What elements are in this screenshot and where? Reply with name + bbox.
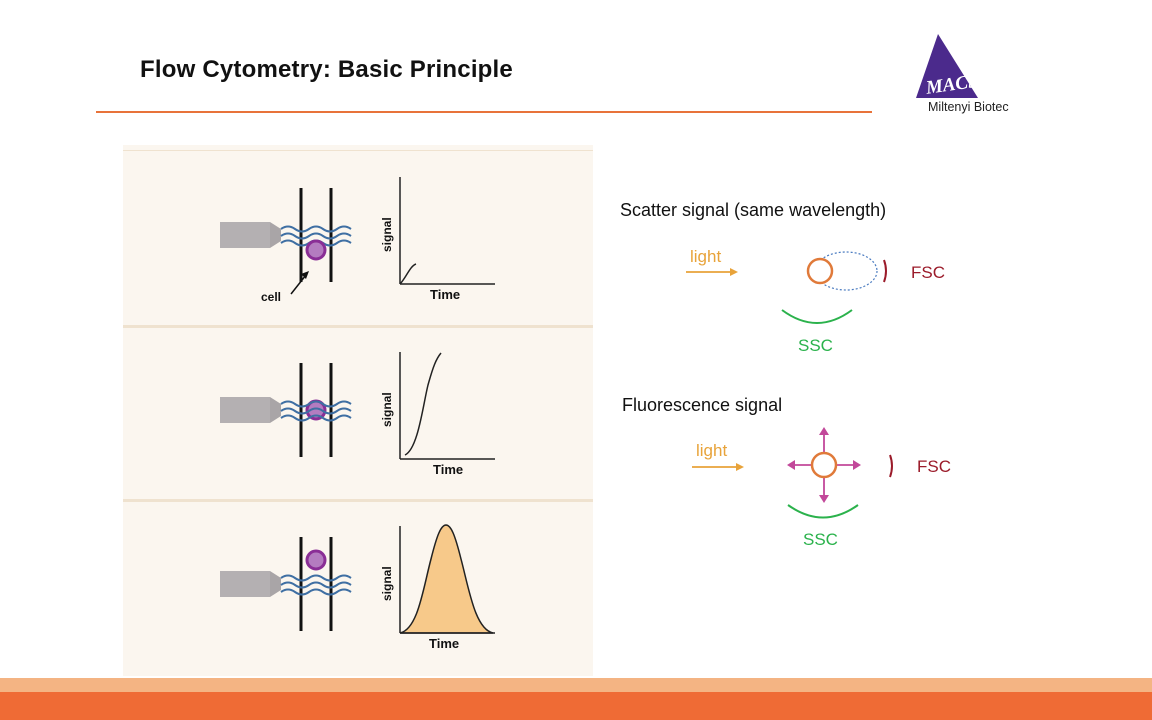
fluor-fsc-label: FSC [917, 457, 951, 476]
stage-row-1: cell signal Time [123, 150, 593, 320]
light-waves [280, 574, 352, 596]
forward-scatter-lobe [814, 251, 878, 291]
fluor-fsc-detector-bracket [889, 454, 893, 478]
fluorescence-heading: Fluorescence signal [622, 395, 783, 415]
scatter-fsc-label: FSC [911, 263, 945, 282]
scatter-diagram: light FSC SSC [680, 240, 980, 365]
scatter-light-label: light [690, 247, 721, 266]
scatter-heading: Scatter signal (same wavelength) [620, 200, 887, 220]
scatter-cell-icon [806, 257, 834, 285]
signal-axis-label-1: signal [380, 217, 394, 252]
laser-icon [220, 571, 281, 597]
laser-icon [220, 222, 281, 248]
signal-axis-label-2: signal [380, 392, 394, 427]
logo-triangle-icon [916, 34, 978, 98]
fluorescence-diagram: light FSC SSC [686, 424, 986, 559]
cell-icon [305, 549, 327, 571]
fsc-detector-bracket [883, 259, 887, 283]
footer-band-dark [0, 692, 1152, 720]
time-axis-label-2: Time [433, 462, 463, 477]
fluor-light-label: light [696, 441, 727, 460]
signal-peak-area [399, 524, 494, 634]
title-divider [96, 111, 872, 113]
footer-band-light [0, 678, 1152, 692]
stage-row-3: signal Time [123, 499, 593, 669]
cell-icon [305, 239, 327, 261]
scatter-ssc-label: SSC [798, 336, 833, 355]
ssc-detector-arc [781, 309, 853, 324]
macs-logo: MACS Miltenyi Biotec [910, 32, 1030, 118]
light-waves [280, 400, 352, 422]
signal-curve-2 [404, 352, 442, 456]
stage-row-2: signal Time [123, 325, 593, 495]
time-axis-label-3: Time [429, 636, 459, 651]
emission-arrows [787, 427, 861, 503]
laser-icon [220, 397, 281, 423]
signal-curve-1 [399, 263, 417, 285]
cell-label: cell [261, 290, 281, 304]
slide-title: Flow Cytometry: Basic Principle [140, 56, 513, 83]
fluor-ssc-detector-arc [787, 504, 859, 519]
signal-plot-3: signal Time [380, 524, 495, 651]
signal-axis-label-3: signal [380, 566, 394, 601]
signal-plot-2: signal Time [380, 352, 495, 477]
fluor-cell-icon [810, 451, 838, 479]
cell-pointer-arrow [290, 274, 307, 295]
flow-cell-illustration: cell signal Time [123, 145, 593, 676]
time-axis-label-1: Time [430, 287, 460, 302]
fluor-ssc-label: SSC [803, 530, 838, 549]
signal-plot-1: signal Time [380, 177, 495, 302]
logo-company-text: Miltenyi Biotec [928, 100, 1009, 114]
